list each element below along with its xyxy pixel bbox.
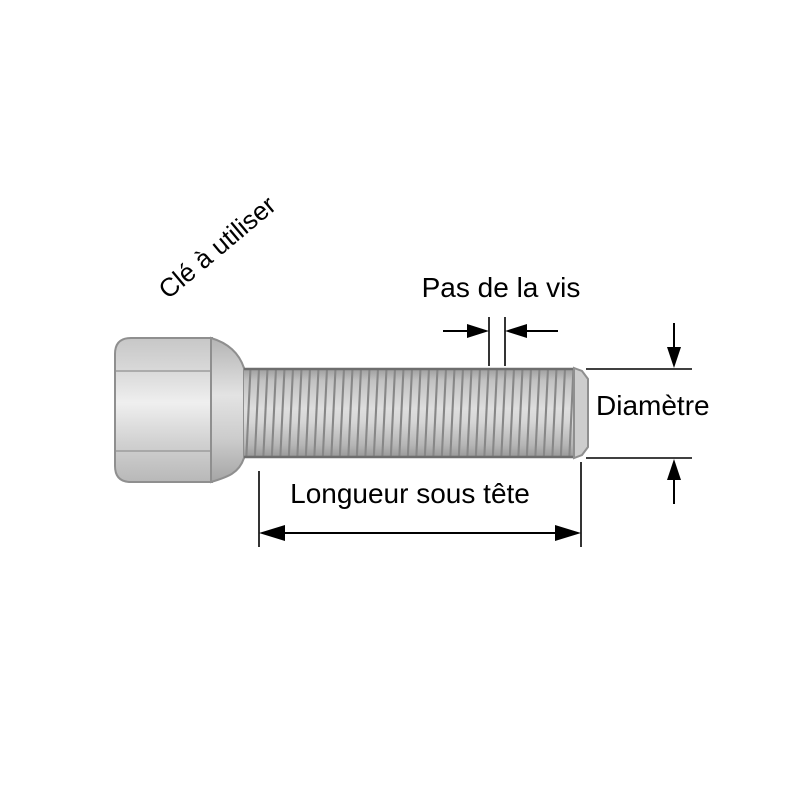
length-label: Longueur sous tête <box>290 478 530 509</box>
pitch-label: Pas de la vis <box>422 272 581 303</box>
diameter-down-arrowhead <box>667 347 681 368</box>
bolt-hex-head <box>114 337 213 483</box>
bolt <box>114 336 589 484</box>
diameter-dimension: Diamètre <box>586 323 710 504</box>
pitch-right-arrowhead <box>505 324 527 338</box>
bolt-tip <box>573 366 589 460</box>
thread-lines <box>244 368 574 458</box>
bolt-cone-seat <box>210 336 245 484</box>
diameter-up-arrowhead <box>667 459 681 480</box>
length-left-arrowhead <box>259 525 285 541</box>
pitch-left-arrowhead <box>467 324 489 338</box>
length-right-arrowhead <box>555 525 581 541</box>
diameter-label: Diamètre <box>596 390 710 421</box>
pitch-dimension: Pas de la vis <box>422 272 581 366</box>
length-dimension: Longueur sous tête <box>258 462 582 547</box>
wrench-label: Clé à utiliser <box>153 189 282 304</box>
